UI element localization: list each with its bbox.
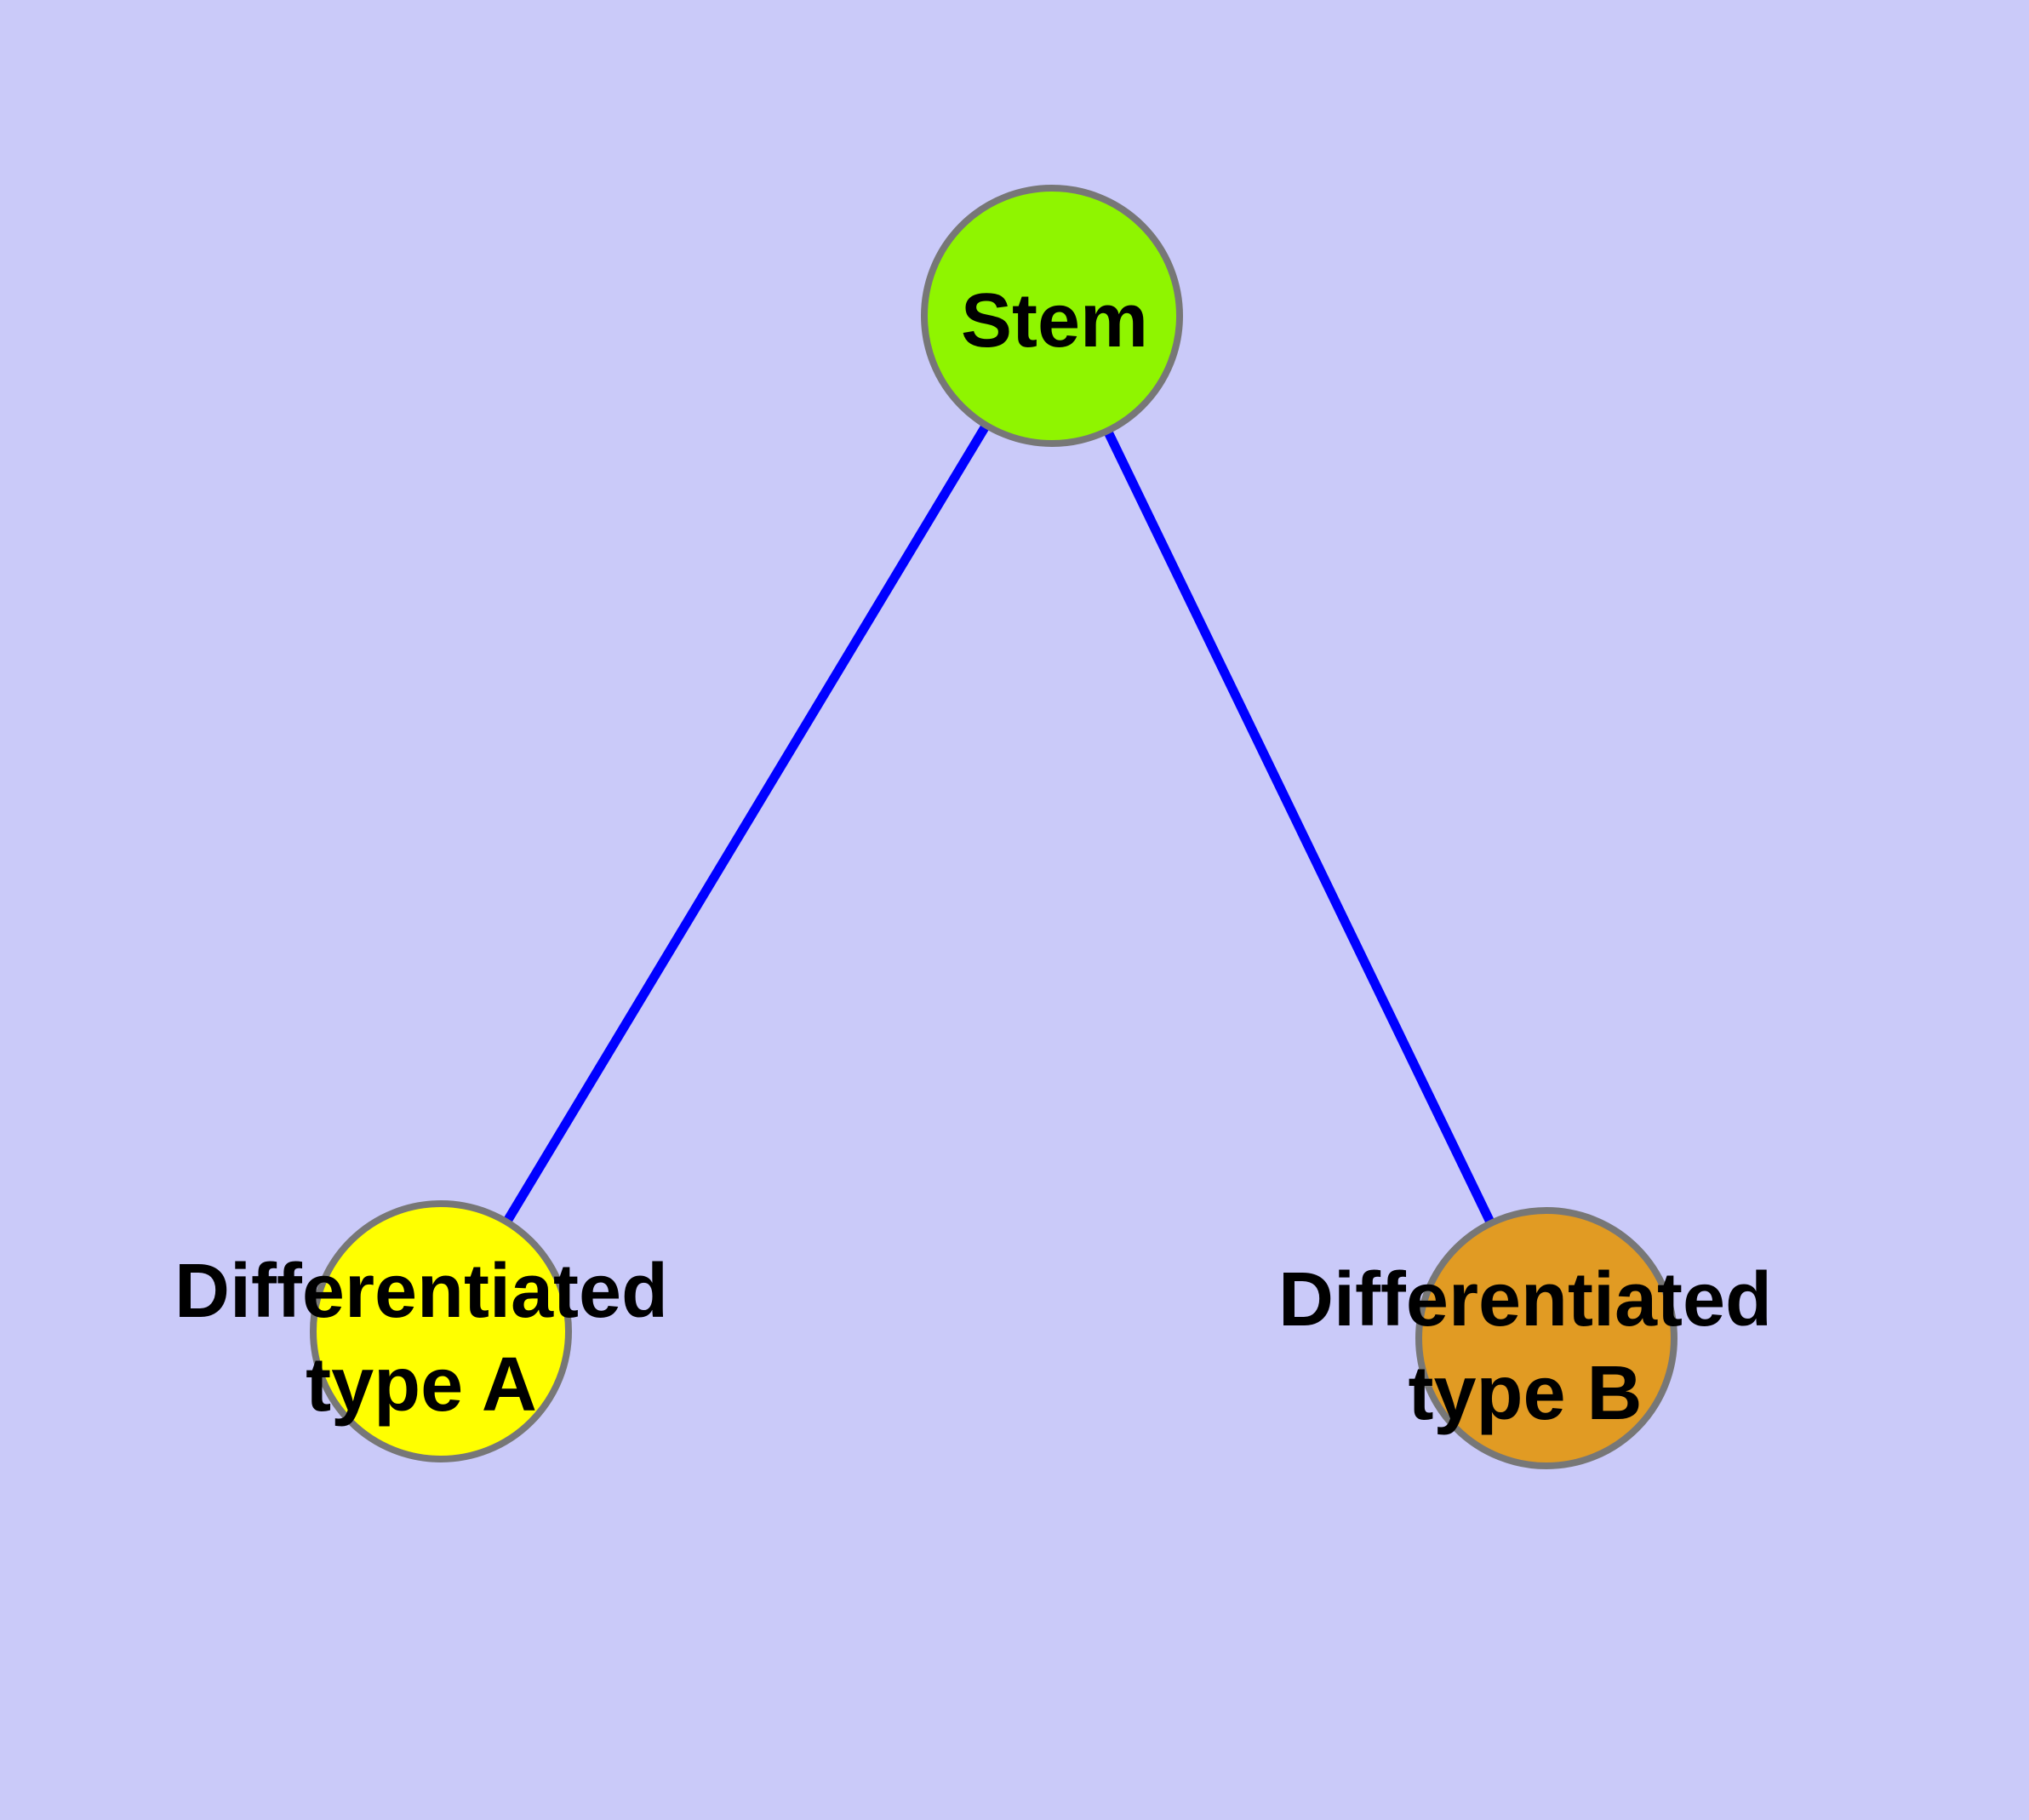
node-group (310, 185, 1677, 1469)
node-type-b-label-line-1: Differentiated (1278, 1257, 1772, 1342)
node-differentiated-type-a (310, 1200, 572, 1462)
node-differentiated-type-b (1415, 1207, 1677, 1469)
label-group: Stem Differentiated type A Differentiate… (174, 278, 1772, 1436)
node-type-b-label-line-2: type B (1408, 1351, 1642, 1436)
edge-group (437, 313, 1551, 1341)
edge-stem-to-type-a (437, 313, 1056, 1334)
edge-stem-to-type-b (1048, 313, 1551, 1341)
node-type-a-label-line-2: type A (306, 1342, 537, 1428)
node-type-a-label-line-1: Differentiated (174, 1249, 668, 1334)
node-stem-label: Stem (961, 278, 1148, 363)
node-stem (921, 185, 1183, 447)
